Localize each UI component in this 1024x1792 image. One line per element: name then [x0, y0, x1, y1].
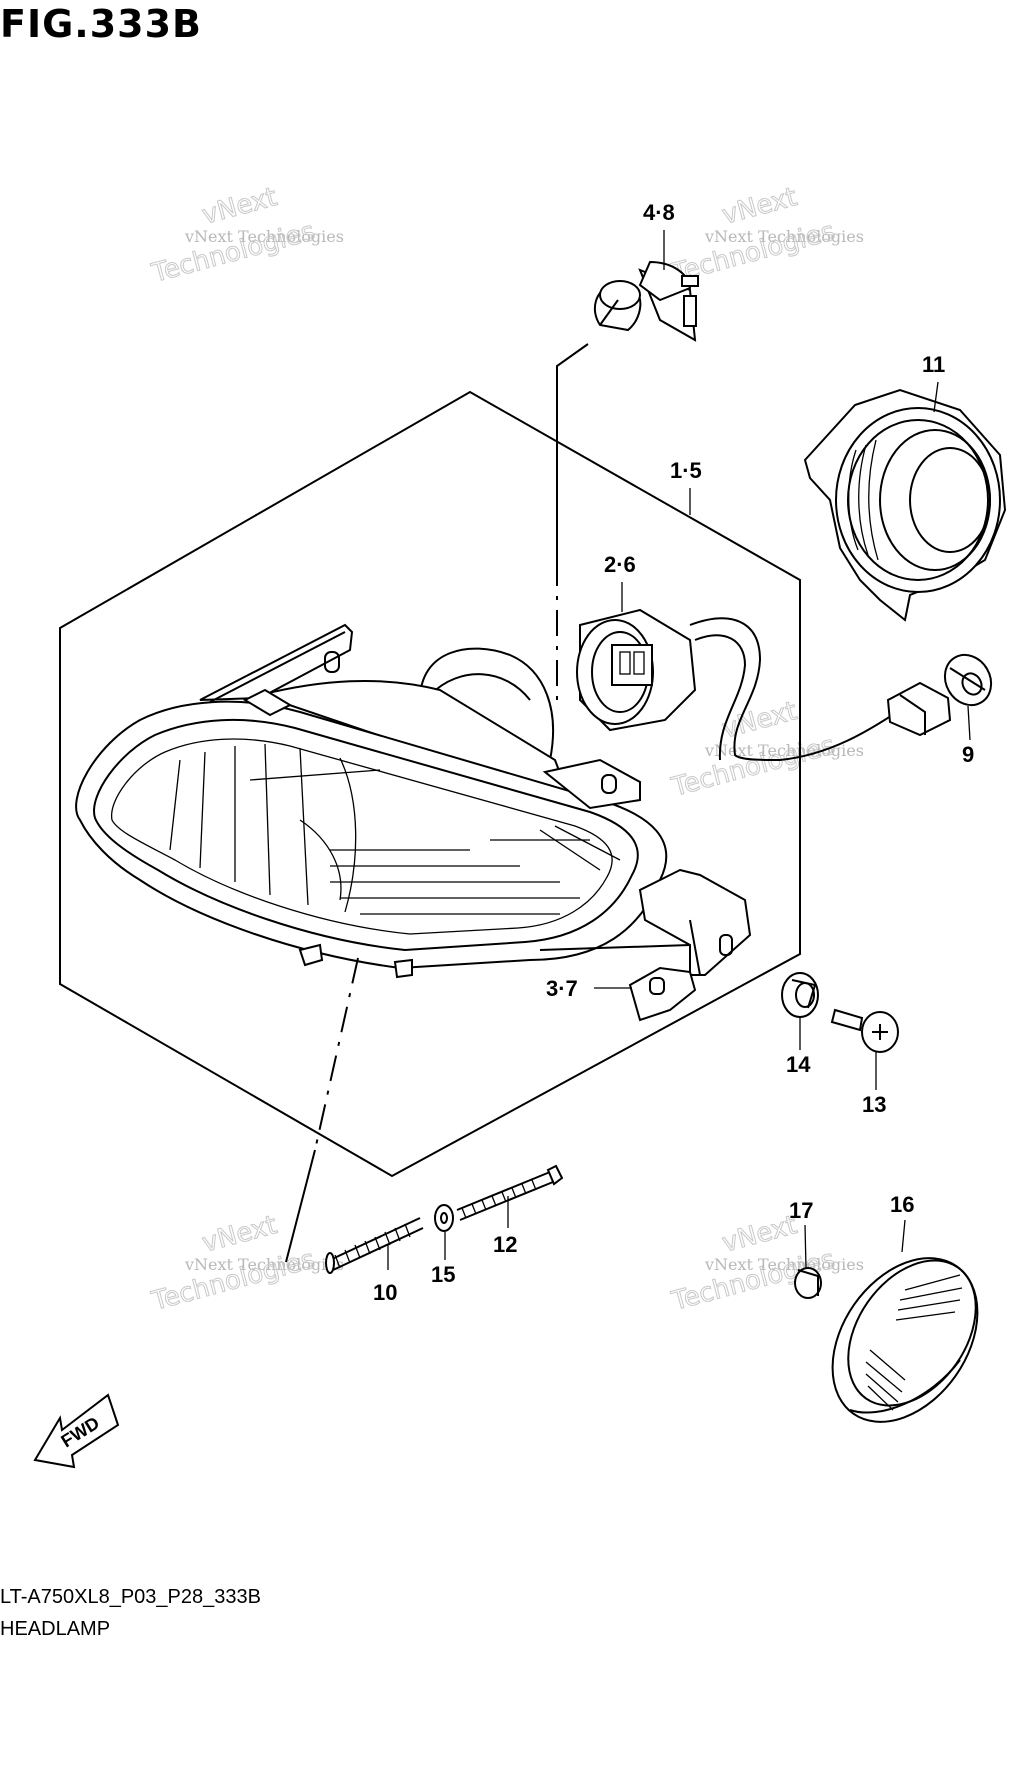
callout-14: 14 — [786, 1052, 811, 1077]
part-bulb — [593, 260, 699, 342]
figure-name: HEADLAMP — [0, 1618, 111, 1640]
figure-title: FIG.333B — [0, 2, 203, 46]
watermark-text: vNext Technologies — [184, 227, 344, 246]
adjuster-leader-dash — [314, 957, 359, 1151]
part-spring — [325, 1217, 424, 1274]
callout-11: 11 — [922, 352, 945, 377]
watermark: vNext Technologies vNext Technologies — [148, 1210, 344, 1318]
part-screw — [830, 1008, 899, 1053]
bulb-leader-line — [556, 343, 589, 560]
part-grommet-9 — [943, 653, 993, 707]
watermark-text: vNext Technologies — [704, 741, 864, 760]
watermark: vNext Technologies vNext Technologies — [148, 182, 344, 290]
part-bolt — [456, 1164, 564, 1221]
headlamp-housing — [75, 623, 752, 979]
part-grommet-14 — [781, 972, 819, 1018]
assembly-boundary — [59, 390, 801, 1178]
callout-13: 13 — [862, 1092, 886, 1117]
part-washer — [434, 1204, 454, 1232]
watermark: vNext Technologies vNext Technologies — [668, 696, 864, 804]
watermark-text: vNext Technologies — [184, 1255, 344, 1274]
part-reflector — [831, 1257, 979, 1423]
reflector-shading — [169, 743, 621, 915]
fwd-arrow: FWD — [33, 1393, 120, 1469]
callout-2-6: 2·6 — [604, 552, 636, 577]
callout-15: 15 — [431, 1262, 455, 1287]
part-nut — [794, 1267, 822, 1299]
figure-code: LT-A750XL8_P03_P28_333B — [0, 1586, 261, 1608]
watermark-text: vNext Technologies — [704, 227, 864, 246]
watermark-text: vNext Technologies — [704, 1255, 864, 1274]
watermark-text: vNext — [719, 182, 800, 231]
watermark-text: vNext — [199, 1210, 280, 1259]
callout-16: 16 — [890, 1192, 914, 1217]
callout-9: 9 — [962, 742, 974, 767]
callout-leaders — [387, 230, 971, 1270]
callout-3-7: 3·7 — [546, 976, 578, 1001]
adjuster-leader — [285, 1149, 316, 1263]
watermark: vNext Technologies vNext Technologies — [668, 182, 864, 290]
callout-labels: 4·8 11 1·5 2·6 9 3·7 14 13 12 15 10 17 1… — [373, 200, 974, 1305]
watermark-text: vNext — [719, 696, 800, 745]
watermark-text: vNext — [199, 182, 280, 231]
callout-10: 10 — [373, 1280, 397, 1305]
part-ring — [803, 388, 1007, 622]
watermark: vNext Technologies vNext Technologies — [668, 1210, 864, 1318]
callout-12: 12 — [493, 1232, 517, 1257]
callout-4-8: 4·8 — [643, 200, 675, 225]
part-socket-harness — [576, 608, 952, 762]
callout-1-5: 1·5 — [670, 458, 702, 483]
callout-17: 17 — [789, 1198, 813, 1223]
part-clip — [628, 966, 697, 1022]
